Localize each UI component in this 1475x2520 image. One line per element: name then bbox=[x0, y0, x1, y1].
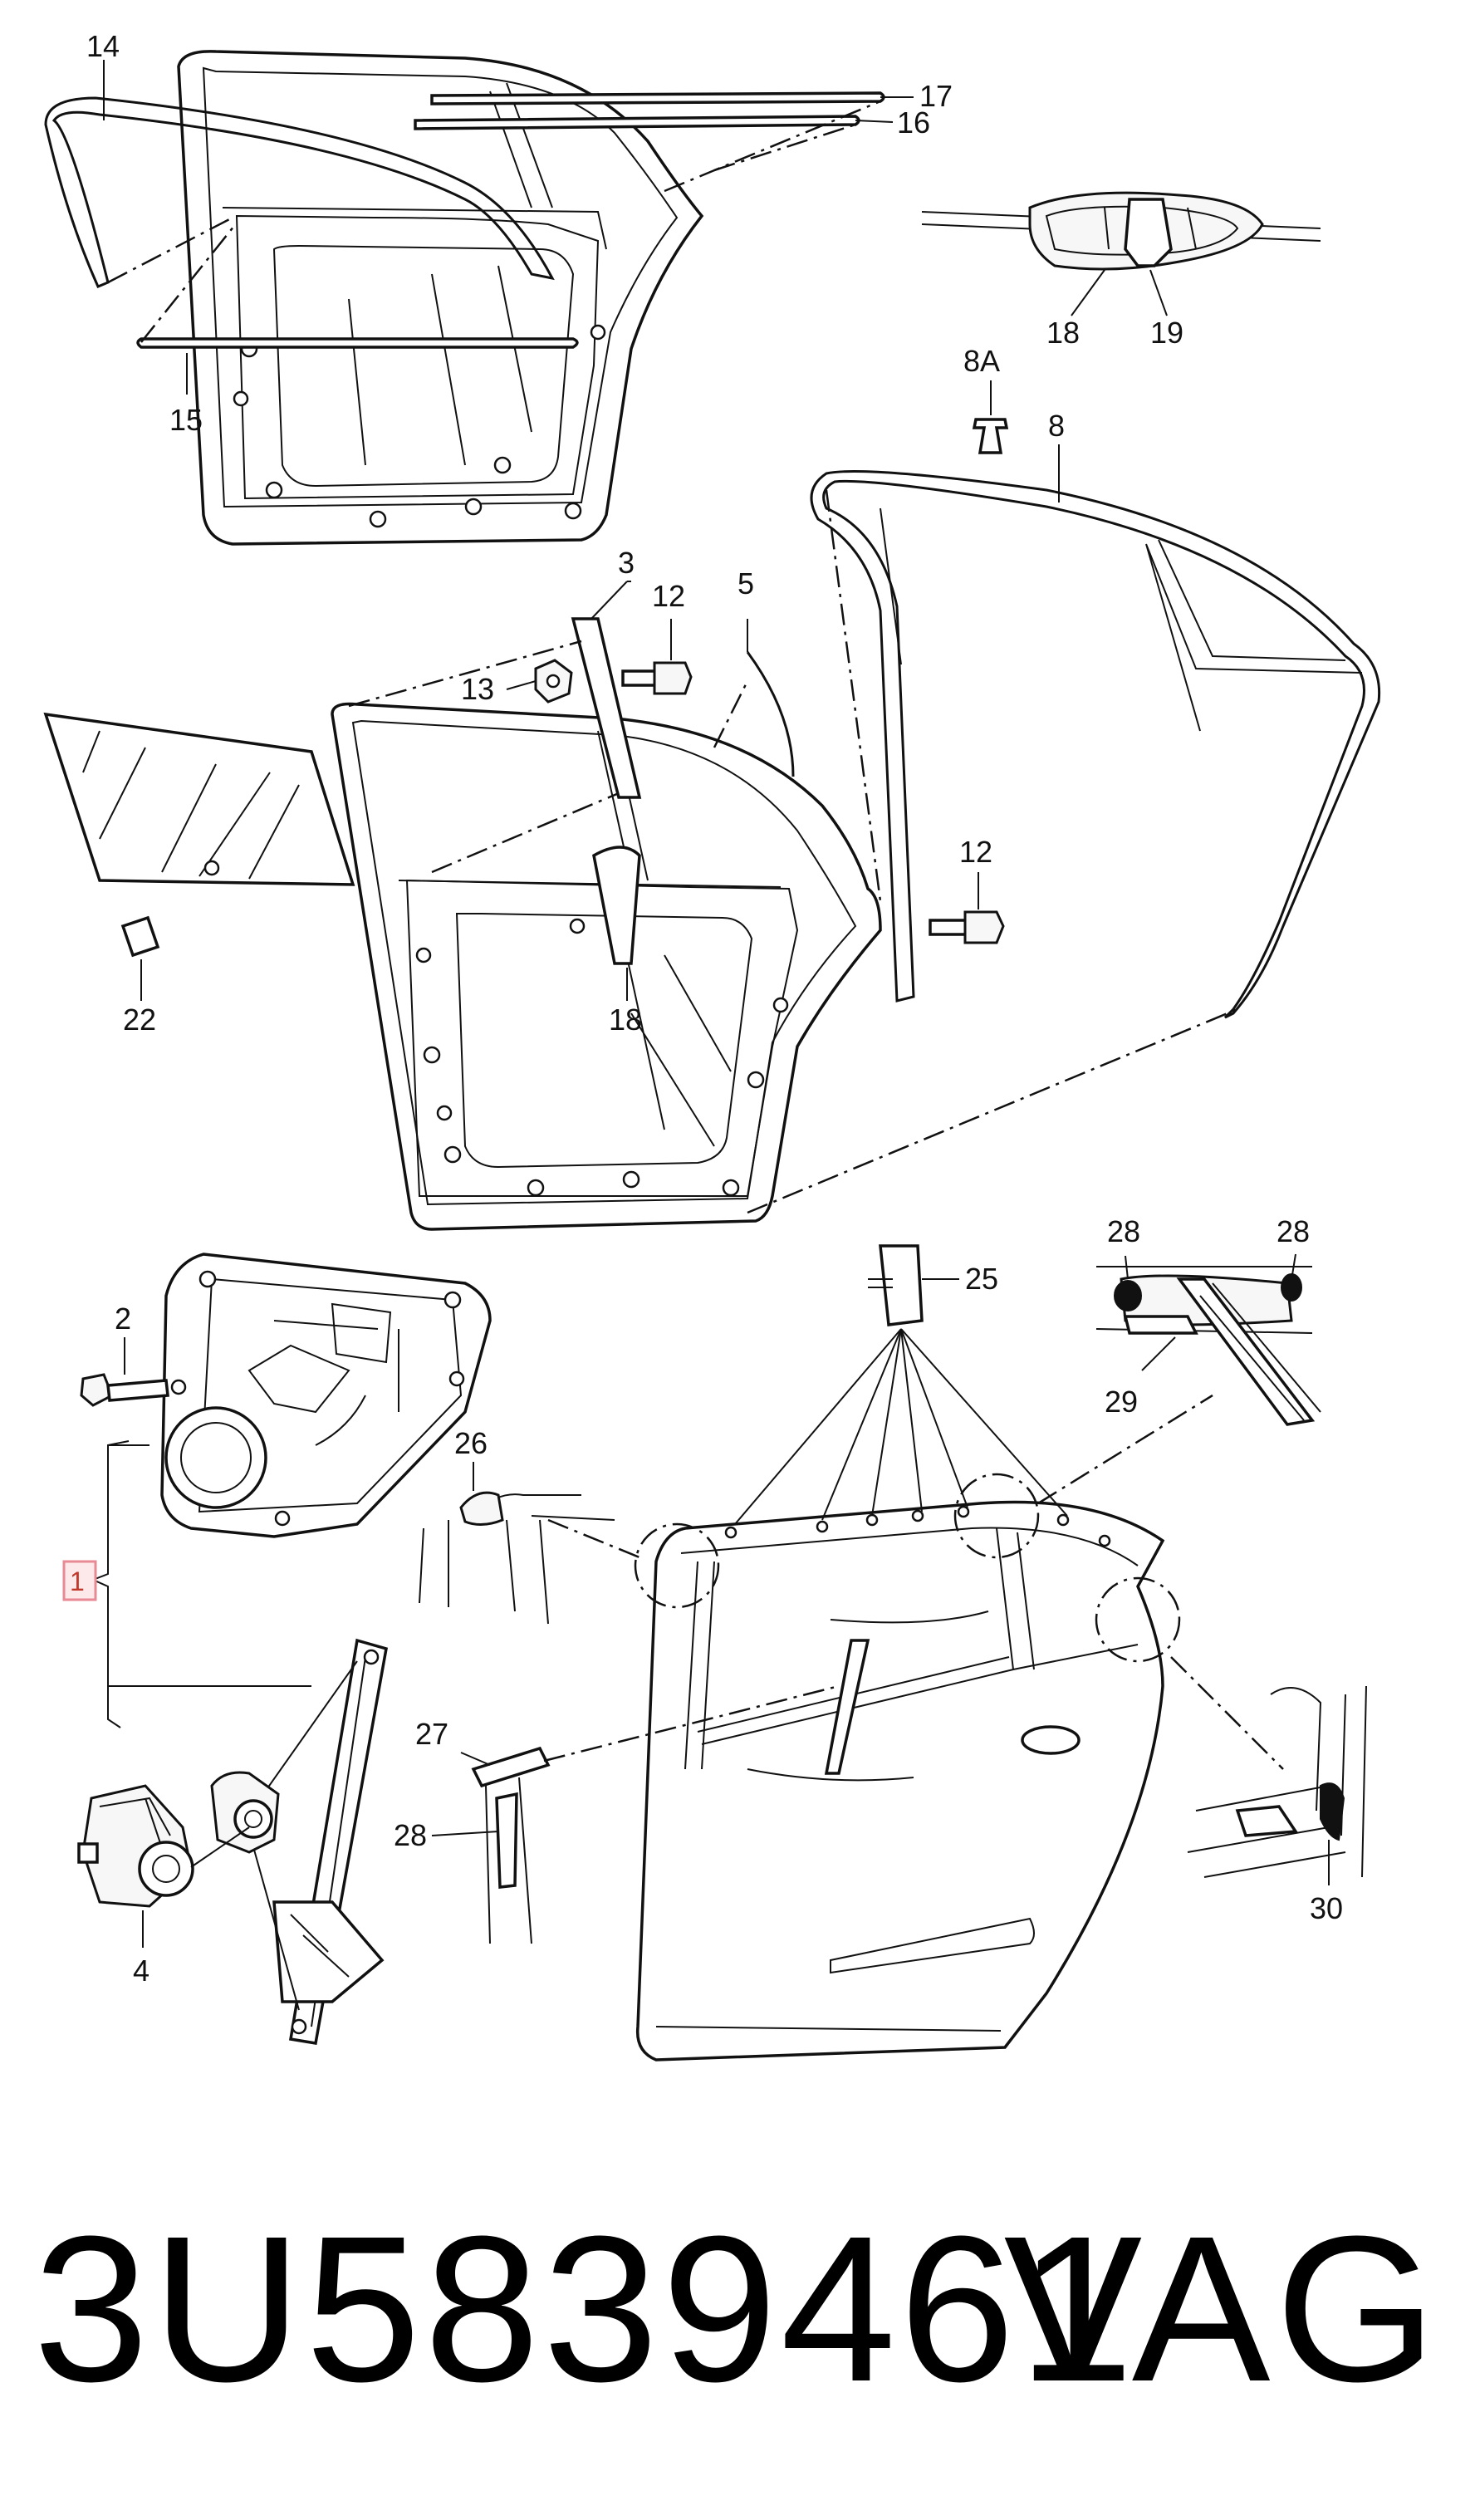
callout-26: 26 bbox=[454, 1426, 488, 1460]
bolt-12-lower bbox=[929, 872, 1005, 944]
callout-12-upper: 12 bbox=[652, 579, 685, 613]
callout-1: 1 bbox=[70, 1566, 85, 1596]
callout-3: 3 bbox=[618, 546, 635, 580]
callout-8a: 8A bbox=[963, 344, 1000, 378]
callout-27: 27 bbox=[415, 1717, 448, 1751]
callout-15: 15 bbox=[169, 403, 203, 437]
callout-13: 13 bbox=[461, 672, 494, 706]
exploded-parts-diagram: 14 17 16 15 18 19 8A 8 3 12 5 13 12 18 2… bbox=[43, 29, 1381, 2062]
zoom-circle-28 bbox=[953, 1473, 1040, 1559]
clip-detail bbox=[921, 191, 1321, 316]
callout-14: 14 bbox=[86, 29, 120, 63]
callout-30: 30 bbox=[1310, 1891, 1343, 1925]
seal-8-frame bbox=[880, 507, 1363, 732]
callout-22: 22 bbox=[123, 1003, 156, 1037]
callout-28-lower: 28 bbox=[394, 1818, 427, 1852]
door-seal-8 bbox=[810, 470, 1381, 1019]
callout-4: 4 bbox=[133, 1954, 149, 1988]
brand-name: VAG bbox=[1003, 2193, 1442, 2424]
callout-17: 17 bbox=[919, 79, 953, 113]
zoom-circle-30 bbox=[1095, 1576, 1181, 1663]
part-footer: 3U5839461 VAG bbox=[25, 2184, 1450, 2459]
zoom-circle-26 bbox=[634, 1522, 720, 1609]
bolt-2 bbox=[80, 1337, 169, 1407]
window-guide-3 bbox=[571, 617, 642, 799]
grommet-22 bbox=[120, 915, 160, 958]
callout-28-left: 28 bbox=[1107, 1214, 1140, 1248]
bolt-12-upper bbox=[621, 619, 693, 695]
strip-15 bbox=[136, 337, 579, 349]
callout-19: 19 bbox=[1150, 316, 1183, 350]
callout-2: 2 bbox=[115, 1302, 131, 1336]
detail-26 bbox=[419, 1462, 615, 1625]
callout-5: 5 bbox=[738, 566, 754, 601]
channel-detail bbox=[1095, 1253, 1321, 1426]
callout-29: 29 bbox=[1105, 1385, 1138, 1419]
callout-28-right: 28 bbox=[1277, 1214, 1310, 1248]
nut-13 bbox=[506, 659, 573, 704]
clip-25 bbox=[868, 1244, 959, 1326]
detail-27-28 bbox=[431, 1746, 551, 1944]
callout-16: 16 bbox=[897, 105, 930, 140]
detail-30 bbox=[1187, 1685, 1367, 1885]
callout-18-middle: 18 bbox=[609, 1003, 642, 1037]
window-glass bbox=[43, 712, 355, 886]
rear-door-assembly bbox=[635, 1500, 1165, 2062]
part-number: 3U5839461 bbox=[33, 2193, 1137, 2424]
highlight-box-1 bbox=[62, 1560, 97, 1601]
strip-5 bbox=[746, 651, 795, 777]
seal-14 bbox=[44, 96, 555, 288]
window-regulator bbox=[210, 1638, 389, 2046]
strip-17 bbox=[430, 91, 885, 105]
callout-8: 8 bbox=[1048, 409, 1065, 443]
door-shell-middle bbox=[331, 702, 882, 1231]
window-motor-4 bbox=[77, 1784, 250, 1948]
callout-12-lower: 12 bbox=[959, 835, 992, 869]
callout-25: 25 bbox=[965, 1262, 998, 1296]
callout-18: 18 bbox=[1046, 316, 1080, 350]
guide-18 bbox=[592, 846, 641, 965]
door-module-carrier bbox=[160, 1253, 492, 1538]
clip-8a bbox=[972, 380, 1009, 454]
